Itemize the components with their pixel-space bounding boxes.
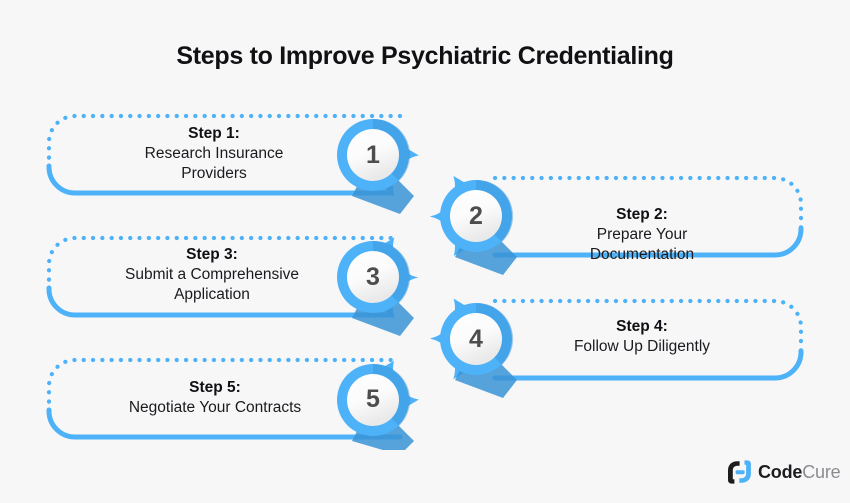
step-5-heading: Step 5: (189, 379, 241, 396)
step-1-heading: Step 1: (188, 125, 240, 142)
brand-logo: CodeCure (726, 456, 841, 488)
step-3-line-1: Submit a Comprehensive (124, 266, 300, 283)
step-badge-1 (337, 118, 411, 191)
logo-wordmark: CodeCure (758, 461, 841, 483)
step-card-4-solid-edge (492, 348, 804, 381)
logo-word-code: Code (758, 461, 803, 482)
step-5-text: Step 5: Negotiate Your Contracts (62, 378, 368, 418)
step-card-5 (46, 357, 403, 440)
page-title: Steps to Improve Psychiatric Credentiali… (176, 42, 674, 70)
step-card-1-solid-edge (46, 163, 403, 196)
step-card-1-dotted-edge (46, 113, 403, 169)
step-badge-5 (337, 363, 411, 436)
step-1-line-1: Research Insurance (144, 145, 284, 162)
codecure-logo-icon (728, 460, 751, 484)
step-card-1 (46, 113, 403, 196)
step-3-text: Step 3: Submit a Comprehensive Applicati… (62, 245, 362, 305)
step-card-5-dotted-edge (46, 357, 403, 413)
step-1-text: Step 1: Research Insurance Providers (70, 124, 358, 184)
step-card-4 (492, 298, 804, 381)
step-card-2 (492, 175, 804, 258)
step-card-5-solid-edge (46, 407, 403, 440)
step-2-line-2: Documentation (589, 246, 695, 263)
step-badge-4 (440, 302, 514, 375)
step-4-text: Step 4: Follow Up Diligently (498, 317, 786, 357)
step-card-3-dotted-edge (46, 235, 403, 291)
step-badge-3 (337, 240, 411, 313)
step-4-heading: Step 4: (616, 318, 668, 335)
step-3-line-2: Application (174, 286, 250, 303)
logo-word-cure: Cure (802, 461, 841, 482)
step-3-heading: Step 3: (186, 246, 238, 263)
step-2-heading: Step 2: (616, 206, 668, 223)
step-2-text: Step 2: Prepare Your Documentation (498, 205, 786, 265)
step-5-line-1: Negotiate Your Contracts (128, 399, 302, 416)
step-1-line-2: Providers (181, 165, 247, 182)
step-badge-2 (440, 179, 514, 252)
step-card-2-solid-edge (492, 225, 804, 258)
step-card-3-solid-edge (46, 285, 403, 318)
step-4-line-1: Follow Up Diligently (573, 338, 711, 355)
step-2-line-1: Prepare Your (596, 226, 688, 243)
step-card-3 (46, 235, 403, 318)
